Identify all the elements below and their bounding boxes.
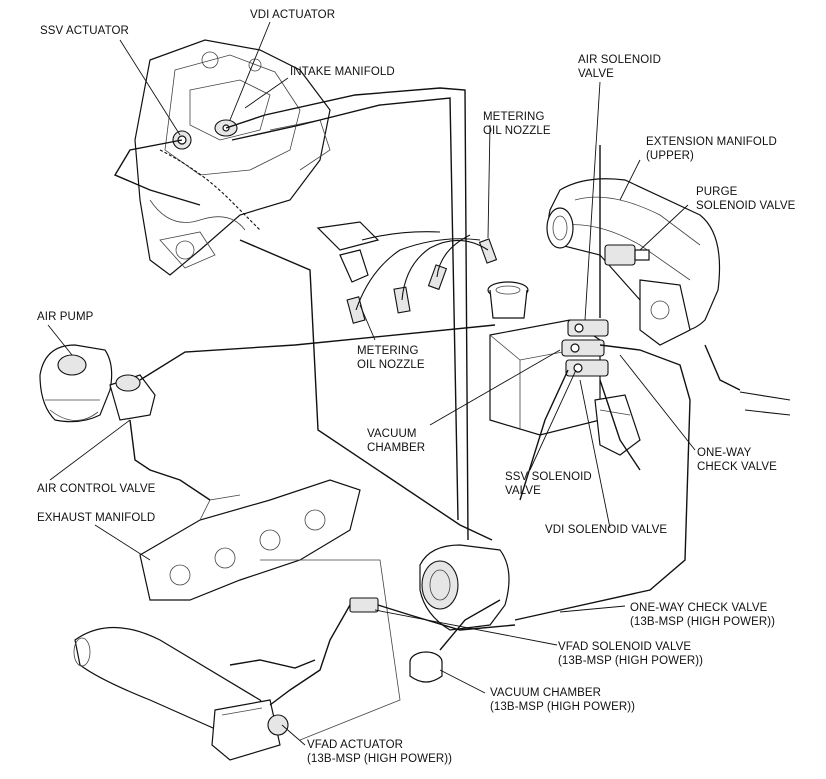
- label-ssv-solenoid-valve: SSV SOLENOID VALVE: [505, 470, 592, 498]
- throttle-body: [419, 544, 510, 631]
- oil-filler-cap: [487, 281, 529, 319]
- vfad-actuator: [211, 699, 289, 761]
- label-vacuum-chamber-line2: CHAMBER: [367, 442, 426, 454]
- label-air-control-valve: AIR CONTROL VALVE: [37, 483, 156, 495]
- label-vfad-solenoid-valve-line1: VFAD SOLENOID VALVE: [558, 641, 692, 653]
- vfad-solenoid-valve: [349, 597, 379, 613]
- label-air-pump: AIR PUMP: [37, 311, 94, 323]
- label-metering-oil-nozzle-mid-line2: OIL NOZZLE: [357, 359, 425, 371]
- label-one-way-check-valve-13b-line1: ONE-WAY CHECK VALVE: [630, 602, 768, 614]
- label-metering-oil-nozzle-top-line2: OIL NOZZLE: [483, 125, 551, 137]
- label-one-way-check-valve-line2: CHECK VALVE: [697, 461, 777, 473]
- label-vfad-actuator: VFAD ACTUATOR (13B-MSP (HIGH POWER)): [307, 738, 452, 766]
- label-vfad-actuator-line2: (13B-MSP (HIGH POWER)): [307, 753, 453, 765]
- air-pump: [39, 344, 113, 423]
- label-ssv-solenoid-valve-line1: SSV SOLENOID: [505, 471, 592, 483]
- label-extension-manifold-line2: (UPPER): [646, 150, 694, 162]
- label-purge-solenoid-valve-line2: SOLENOID VALVE: [696, 200, 796, 212]
- label-vacuum-chamber-line1: VACUUM: [367, 428, 417, 440]
- label-one-way-check-valve-13b-line2: (13B-MSP (HIGH POWER)): [630, 616, 776, 628]
- label-intake-manifold: INTAKE MANIFOLD: [290, 66, 395, 78]
- label-purge-solenoid-valve-line1: PURGE: [696, 186, 738, 198]
- label-one-way-check-valve-line1: ONE-WAY: [697, 447, 752, 459]
- label-ssv-actuator: SSV ACTUATOR: [40, 25, 129, 37]
- lower-manifold-bracket: [594, 394, 641, 456]
- label-vdi-actuator: VDI ACTUATOR: [250, 9, 336, 21]
- label-vdi-solenoid-valve: VDI SOLENOID VALVE: [545, 524, 668, 536]
- label-one-way-check-valve-13b: ONE-WAY CHECK VALVE (13B-MSP (HIGH POWER…: [630, 601, 775, 629]
- label-vacuum-chamber-13b-line2: (13B-MSP (HIGH POWER)): [490, 701, 636, 713]
- label-vfad-actuator-line1: VFAD ACTUATOR: [307, 739, 404, 751]
- label-ssv-solenoid-valve-line2: VALVE: [505, 485, 541, 497]
- label-air-solenoid-valve-line1: AIR SOLENOID: [578, 54, 661, 66]
- exhaust-manifold: [139, 479, 361, 601]
- vacuum-chamber: [489, 319, 601, 436]
- label-air-solenoid-valve-line2: VALVE: [578, 68, 614, 80]
- label-air-solenoid-valve: AIR SOLENOID VALVE: [578, 53, 661, 81]
- label-extension-manifold-line1: EXTENSION MANIFOLD: [646, 136, 777, 148]
- label-vacuum-chamber-13b: VACUUM CHAMBER (13B-MSP (HIGH POWER)): [490, 686, 635, 714]
- metering-oil-nozzles: [316, 221, 498, 324]
- label-vacuum-chamber-13b-line1: VACUUM CHAMBER: [490, 687, 602, 699]
- air-control-valve: [109, 374, 156, 421]
- label-metering-oil-nozzle-mid-line1: METERING: [357, 345, 419, 357]
- label-one-way-check-valve: ONE-WAY CHECK VALVE: [697, 446, 777, 474]
- vacuum-chamber-13b: [409, 651, 443, 683]
- vacuum-hoses: [113, 87, 791, 706]
- label-vfad-solenoid-valve: VFAD SOLENOID VALVE (13B-MSP (HIGH POWER…: [558, 640, 703, 668]
- solenoid-valve-cluster: [561, 319, 609, 377]
- label-vacuum-chamber: VACUUM CHAMBER: [367, 427, 425, 455]
- intake-manifold: [134, 39, 331, 276]
- label-metering-oil-nozzle-mid: METERING OIL NOZZLE: [357, 344, 425, 372]
- label-metering-oil-nozzle-top: METERING OIL NOZZLE: [483, 110, 551, 138]
- leader-lines: [47, 21, 696, 746]
- purge-solenoid-valve: [604, 244, 650, 266]
- label-metering-oil-nozzle-top-line1: METERING: [483, 111, 545, 123]
- label-vfad-solenoid-valve-line2: (13B-MSP (HIGH POWER)): [558, 655, 704, 667]
- label-exhaust-manifold: EXHAUST MANIFOLD: [37, 512, 156, 524]
- label-extension-manifold: EXTENSION MANIFOLD (UPPER): [646, 135, 777, 163]
- label-purge-solenoid-valve: PURGE SOLENOID VALVE: [696, 185, 795, 213]
